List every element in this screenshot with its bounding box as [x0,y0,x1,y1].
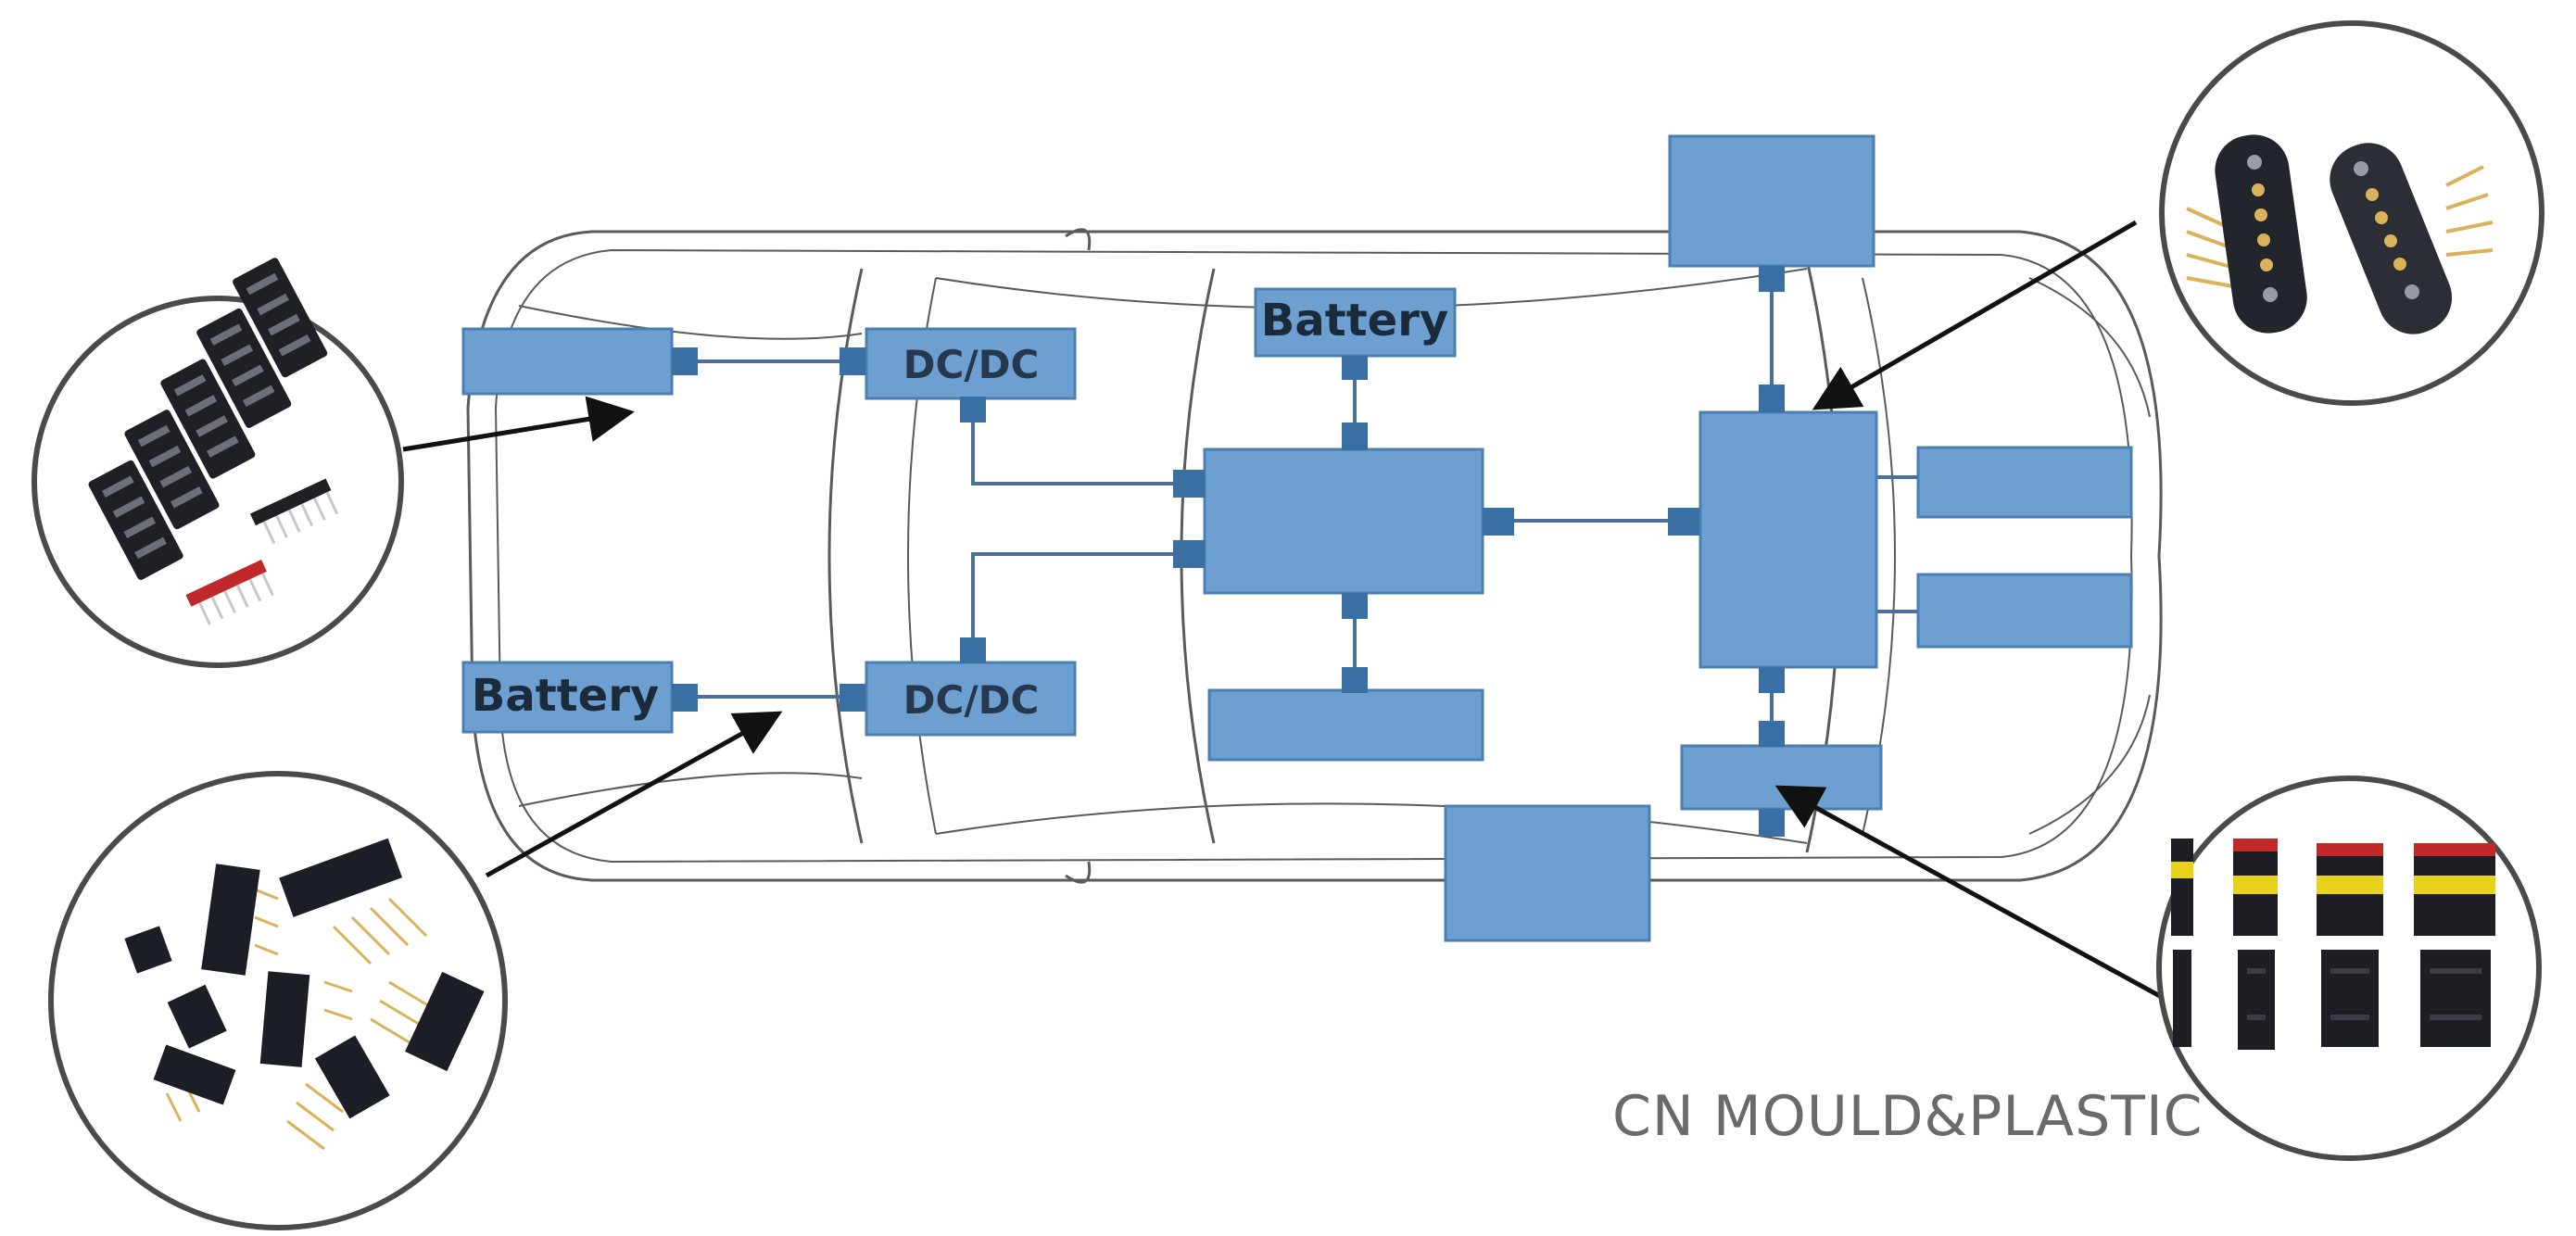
pin-header-icon [124,838,485,1151]
right-module-upper [1916,446,2133,519]
terminal-blocks-inset [32,258,404,668]
terminal-block-icon [88,258,339,625]
battery-top-block [1254,287,1457,358]
front-left-module [461,327,674,396]
blocks [461,134,2133,942]
central-controller [1203,448,1484,595]
ports [672,266,1785,837]
junction-module [1680,744,1883,811]
lower-center-module [1207,688,1484,762]
automotive-connectors-inset [2156,776,2542,1161]
battery-left-label: Battery [472,670,659,722]
battery-left-block [461,661,674,734]
battery-top-label: Battery [1261,295,1448,347]
right-module-lower [1916,573,2133,649]
pin-headers-inset [48,771,508,1230]
dcdc-top-label: DC/DC [903,342,1040,387]
pogo-pin-connector-icon [2186,134,2494,334]
dcdc-bottom-label: DC/DC [903,677,1040,723]
dcdc-converter-bottom [865,661,1077,737]
pogo-pin-inset [2159,20,2544,406]
main-distribution-unit [1698,410,1878,669]
automotive-connector-icon [2171,839,2495,1050]
top-right-module [1668,134,1875,268]
bottom-module [1444,804,1651,942]
callout-arrows [402,220,2170,1003]
brand-watermark: CN MOULD&PLASTIC [1612,1084,2203,1149]
dcdc-converter-top [865,327,1077,400]
